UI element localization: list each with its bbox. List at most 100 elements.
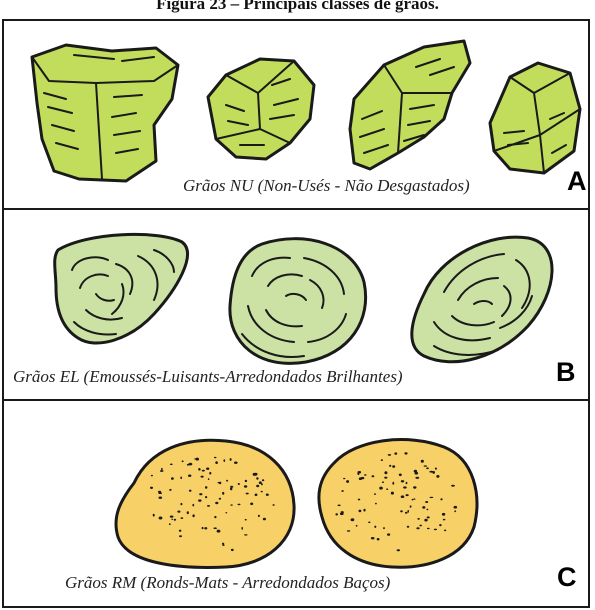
speckle [222,543,224,545]
speckle [347,530,350,531]
speckle [273,504,275,506]
speckle [419,525,422,527]
speckle [444,530,446,532]
panel-a-caption: Grãos NU (Non-Usés - Não Desgastados) [183,176,470,196]
speckle [335,513,338,515]
speckle [192,504,194,507]
speckle [430,497,434,498]
speckle [170,516,174,518]
speckle [204,527,207,529]
speckle [202,527,204,529]
speckle [454,506,458,509]
speckle [404,452,407,454]
speckle [192,514,194,517]
speckle [364,474,367,475]
speckle [434,529,437,531]
speckle [401,495,405,498]
angular-grain-2 [208,59,314,159]
speckle [358,499,361,501]
angular-grain-1 [32,45,178,181]
panel-b: Grãos EL (Emoussés-Luisants-Arredondados… [4,210,588,399]
speckle [241,527,243,530]
speckle [403,486,407,488]
speckle [424,465,427,466]
speckle [406,482,408,485]
speckle [214,516,216,518]
panel-b-letter: B [556,357,576,388]
panel-c-letter: C [557,562,577,593]
speckle [150,487,153,489]
speckle [401,480,404,482]
speckle [379,487,383,490]
speckle [421,460,424,463]
speckle [226,480,228,482]
speckle [209,472,211,475]
speckle [397,549,400,551]
speckle [201,476,204,478]
speckle [374,526,376,528]
speckle [253,473,257,476]
speckle [263,518,266,521]
speckle [375,503,377,505]
speckle [440,498,442,500]
speckle [442,513,445,516]
speckle [407,526,410,528]
speckle [415,477,419,479]
speckle [151,475,153,477]
speckle [171,519,173,520]
speckle [414,470,417,473]
panel-c-caption: Grãos RM (Ronds-Mats - Arredondados Baço… [65,573,390,593]
panel-a-letter: A [567,166,587,197]
speckle [382,481,384,483]
speckle [255,494,258,497]
speckle [416,527,419,529]
speckle [180,477,182,480]
speckle [359,477,362,480]
speckle [258,515,260,517]
speckle [410,505,412,507]
speckle [153,514,155,517]
speckle [427,516,430,518]
speckle [217,530,221,533]
speckle [422,506,425,509]
speckle [169,523,171,525]
speckle [407,510,409,513]
frosted-grain-2 [319,440,477,568]
speckle [346,480,349,483]
speckle [384,471,387,474]
speckle [179,530,182,532]
speckle [246,493,249,495]
speckle [359,510,362,513]
speckle [230,504,232,505]
figure-frame: Grãos NU (Non-Usés - Não Desgastados) A [2,19,590,608]
speckle [187,511,189,514]
speckle [160,470,164,472]
speckle [231,549,234,551]
speckle [384,477,387,479]
speckle [372,475,375,477]
speckle [343,478,345,479]
speckle [266,494,269,496]
figure-title: Figura 23 – Principais classes de grãos. [0,0,595,16]
speckle [386,488,388,490]
speckle [208,478,210,480]
speckle [340,513,344,515]
speckle [363,509,365,512]
speckle [238,483,240,485]
speckle [199,493,202,495]
speckle [179,535,182,537]
speckle [412,499,414,501]
speckle [225,512,227,513]
rounded-grain-2 [230,239,366,364]
speckle [426,467,429,469]
speckle [202,470,205,472]
speckle [357,472,359,475]
speckle [451,485,455,487]
speckle [219,498,221,500]
speckle [177,511,180,513]
angular-grain-4 [490,63,580,173]
speckle [206,468,209,470]
speckle [443,519,446,521]
speckle [215,461,218,464]
speckle [388,454,391,456]
